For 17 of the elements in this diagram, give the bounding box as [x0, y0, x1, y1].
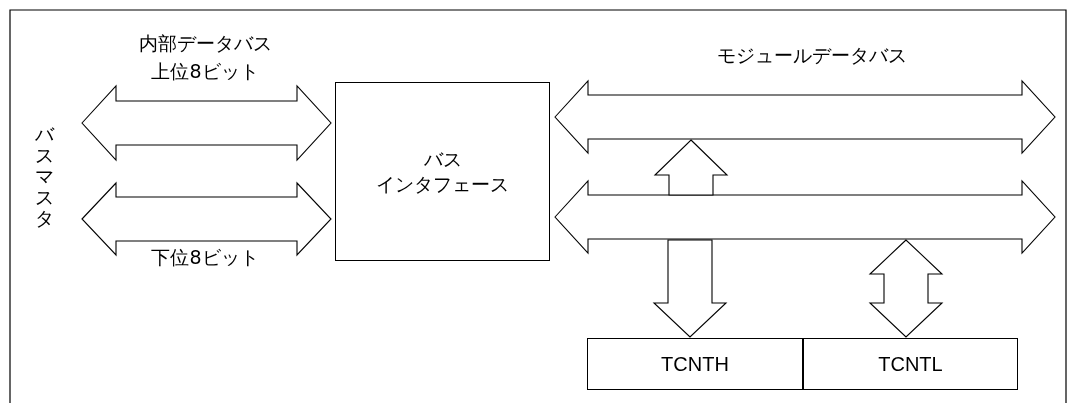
node-label: TCNTL	[878, 352, 943, 377]
bus-label: 下位8ビット	[150, 245, 260, 270]
register-box	[803, 338, 1018, 390]
bus-label: モジュールデータバス	[716, 43, 908, 68]
bus-label: 内部データバス上位8ビット	[138, 31, 272, 84]
double-block-arrow	[81, 84, 332, 162]
double-block-arrow	[554, 79, 1056, 155]
register-box	[587, 338, 803, 390]
double-block-arrow	[868, 239, 944, 338]
interface-box	[335, 82, 550, 261]
node-label: TCNTH	[661, 352, 729, 377]
double-block-arrow	[81, 181, 332, 257]
node-label: インタフェース	[376, 171, 509, 197]
block-arrow	[652, 239, 728, 338]
node-label: バス	[423, 146, 462, 172]
vertical-label: バスマスタ	[34, 124, 54, 229]
double-block-arrow	[554, 179, 1056, 255]
